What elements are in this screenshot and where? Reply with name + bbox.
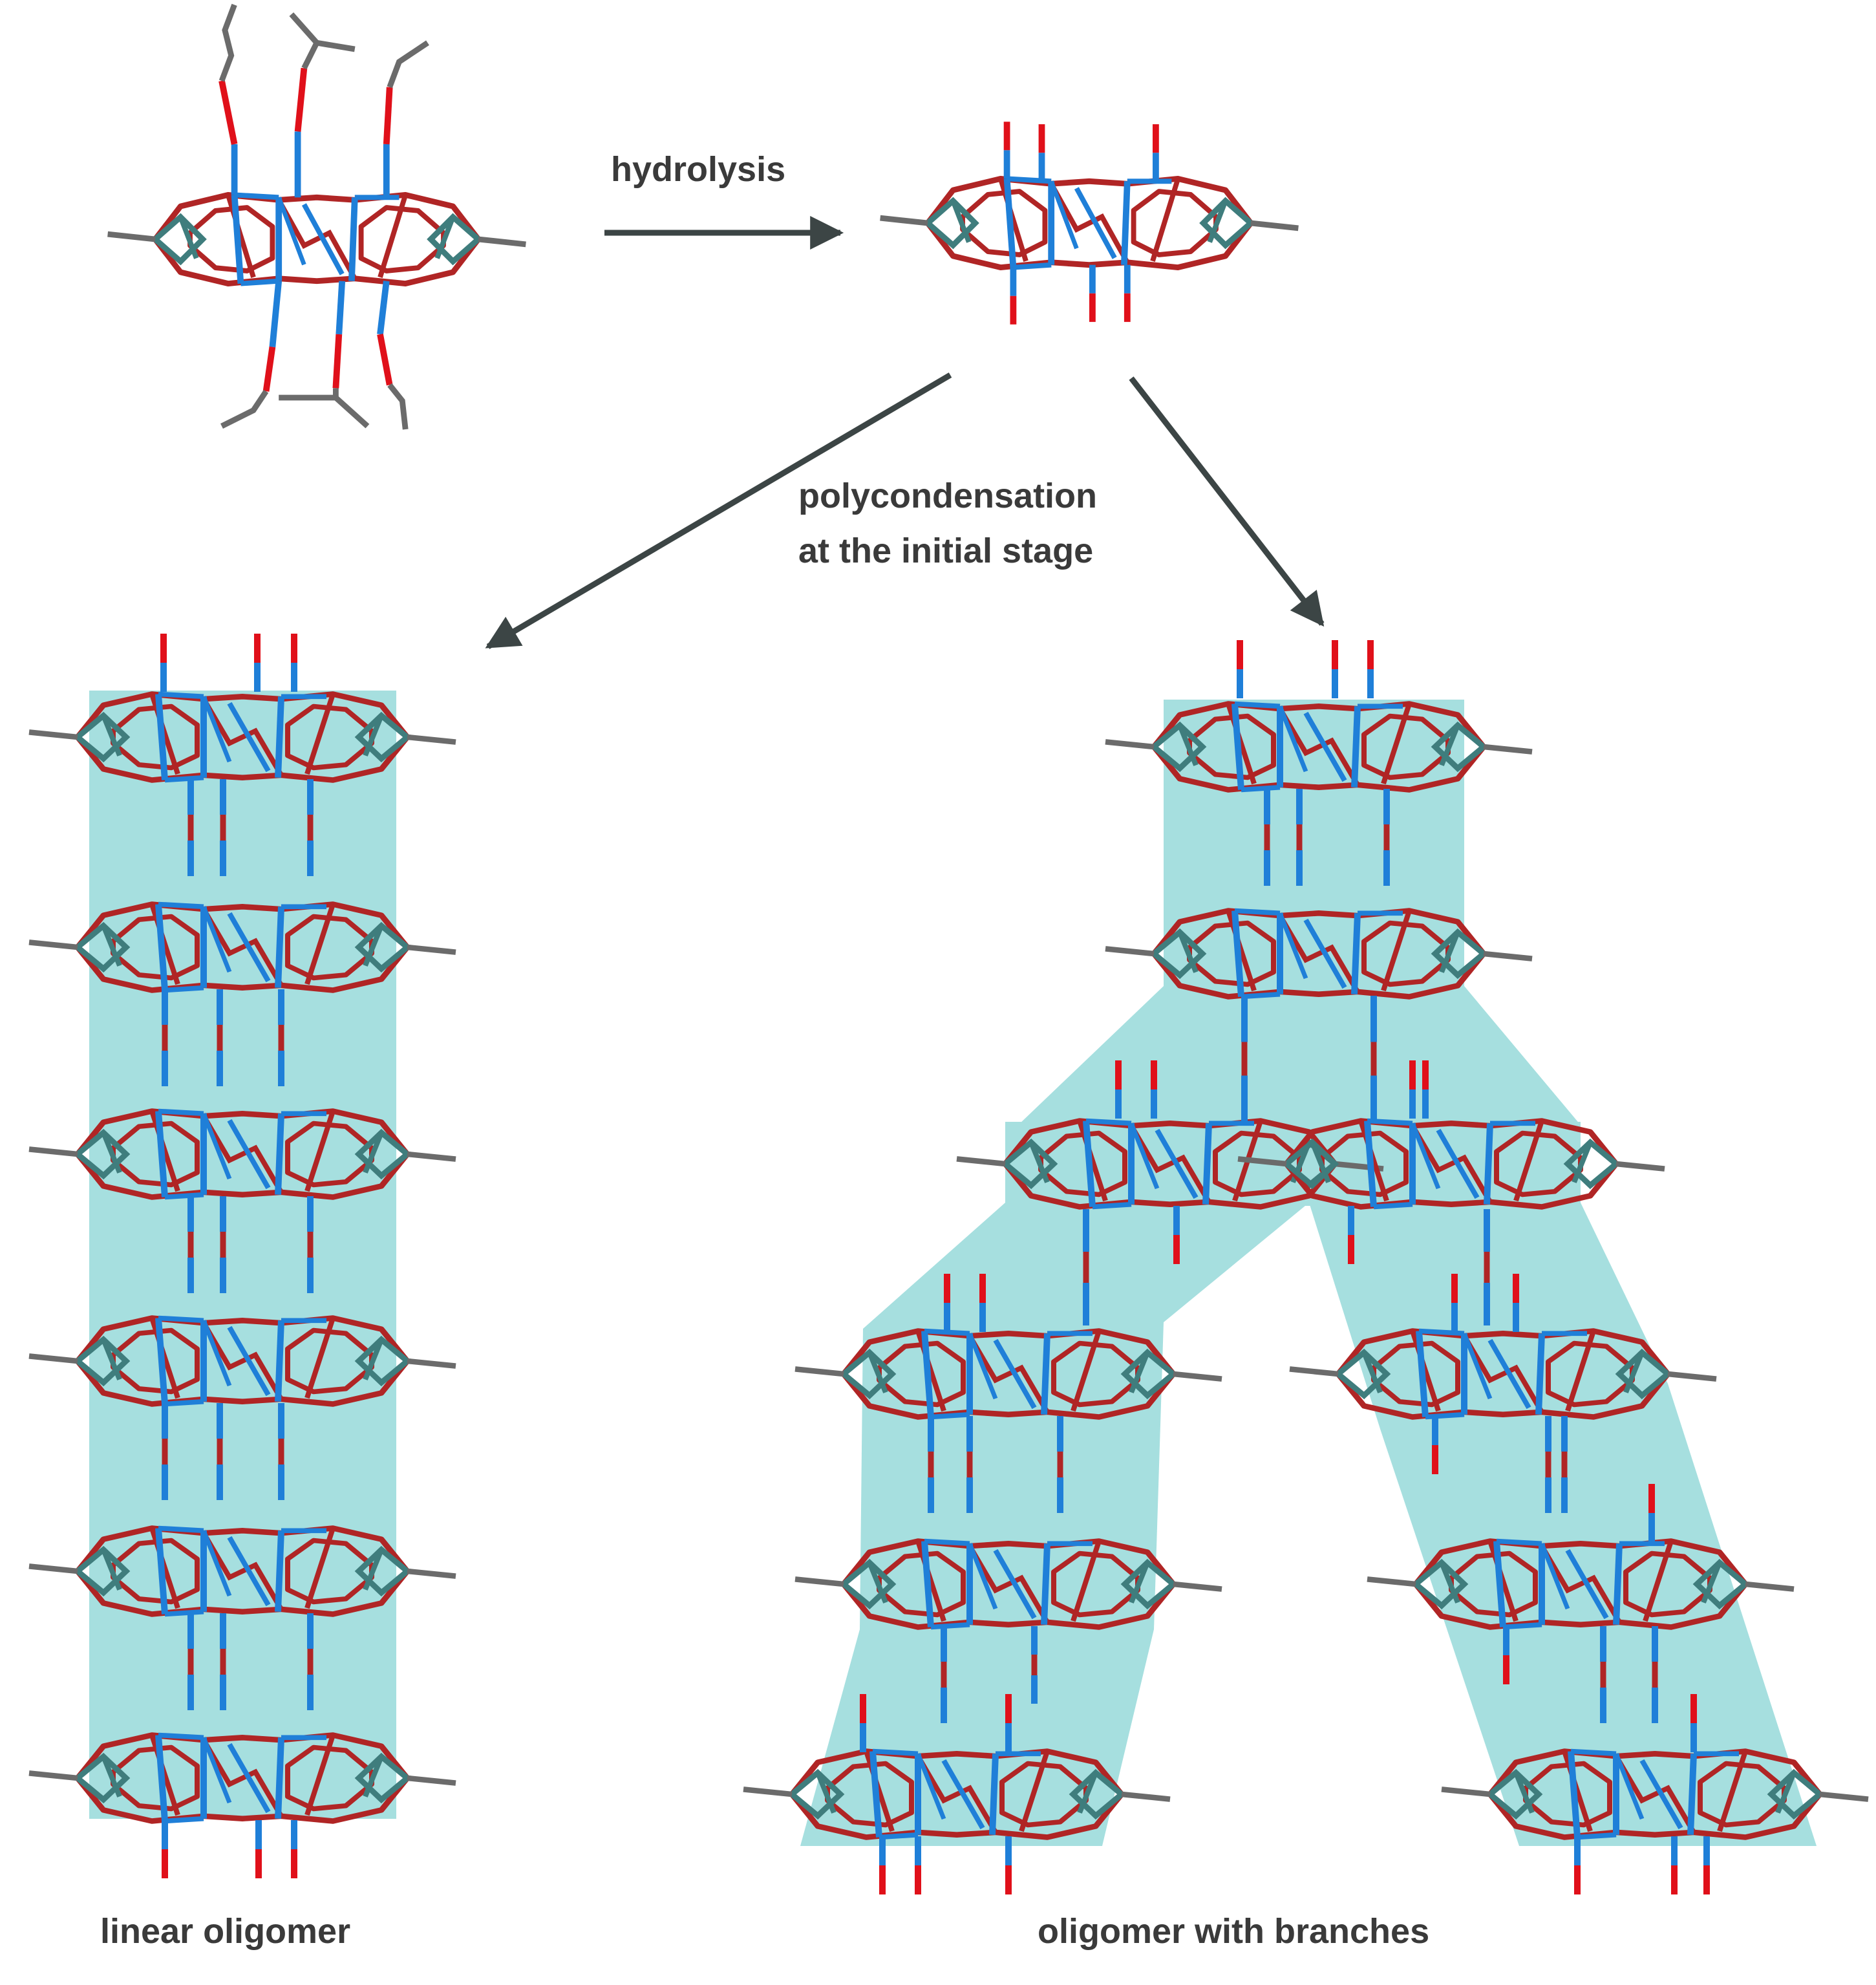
branch-highlight-right bbox=[1309, 1203, 1817, 1846]
polycondensation-label: polycondensation bbox=[798, 477, 1097, 515]
hydrolyzed-cluster bbox=[880, 122, 1299, 325]
arrow-to-branched bbox=[1129, 376, 1325, 627]
branched-oligomer-label: oligomer with branches bbox=[1038, 1912, 1429, 1951]
linear-oligomer-label: linear oligomer bbox=[100, 1912, 350, 1951]
hydrolysis-label: hydrolysis bbox=[611, 150, 785, 189]
linear-oligomer bbox=[29, 634, 456, 1878]
arrow-to-linear bbox=[485, 372, 952, 649]
linear-chain-highlight bbox=[89, 691, 396, 1819]
initial-stage-label: at the initial stage bbox=[798, 531, 1093, 570]
branched-oligomer bbox=[743, 640, 1868, 1894]
precursor-cluster bbox=[108, 3, 526, 430]
